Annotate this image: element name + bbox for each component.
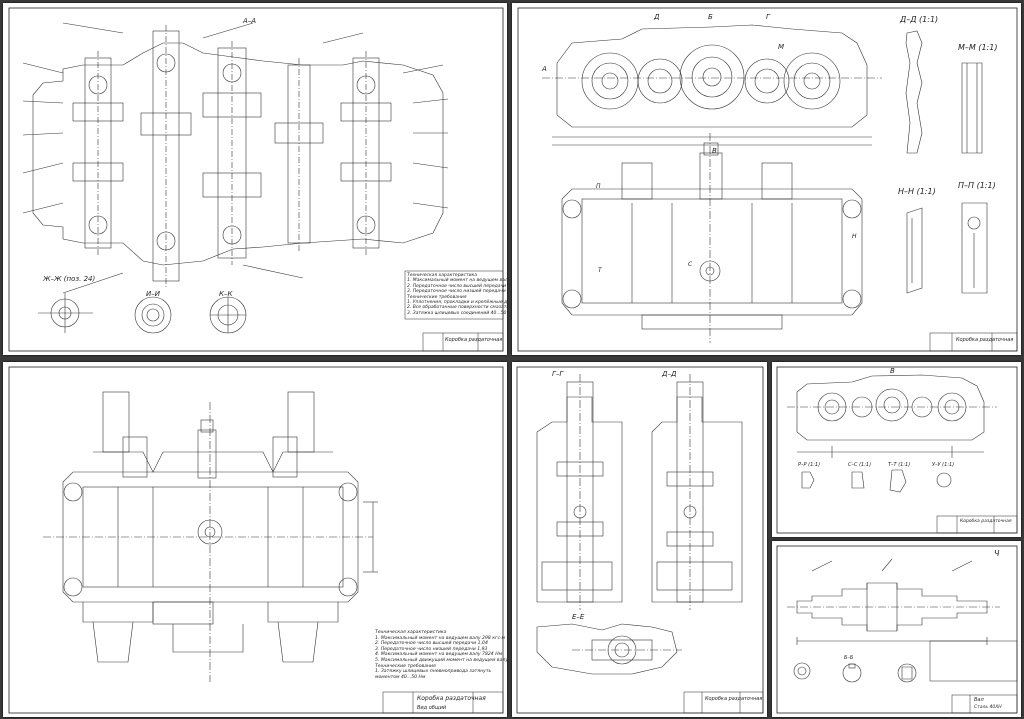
note-line: 1. Максимальный момент на ведущем валу 2… xyxy=(407,278,507,284)
view-label-ss: С–С (1:1) xyxy=(848,462,872,468)
title-block-name-1: Коробка раздаточная xyxy=(445,337,503,343)
drawing-sheet-5[interactable]: В Р–Р (1:1) С–С (1:1) Т–Т (1:1) У–У (1:1… xyxy=(772,362,1021,537)
view-label-p: П xyxy=(596,183,601,190)
view-label-b: Б xyxy=(708,13,713,21)
view-label-uu: У–У (1:1) xyxy=(932,462,955,468)
title-block-name-2: Коробка раздаточная xyxy=(956,337,1014,343)
sheet-4-graphics xyxy=(516,366,764,714)
view-label-d: Д xyxy=(654,13,660,21)
technical-notes-3: Техническая характеристика 1. Максимальн… xyxy=(375,630,507,680)
view-label-rr: Р–Р (1:1) xyxy=(798,462,821,468)
view-label-ii: И–И xyxy=(146,290,160,298)
view-label-kk: К–К xyxy=(219,290,233,298)
title-block-name-4: Коробка раздаточная xyxy=(705,696,763,702)
note-line: 2. Передаточное число высшей передачи 1,… xyxy=(407,283,507,289)
technical-notes-1: Техническая характеристика 1. Максимальн… xyxy=(407,273,507,316)
note-line: Техническая характеристика xyxy=(375,630,447,635)
note-line: 5. Максимальный движущий момент на ведущ… xyxy=(375,657,507,663)
view-label-g: Г xyxy=(766,13,770,21)
view-label-t: Т xyxy=(598,267,602,274)
view-label-aa: А–А xyxy=(243,17,257,25)
sheet-2-graphics xyxy=(517,7,1018,352)
note-line: 2. Передаточное число высшей передачи 1,… xyxy=(375,641,488,647)
drawing-sheet-2[interactable]: Б Д Г М А В П Н Т С Д–Д (1:1) М–М (1:1) … xyxy=(512,3,1021,355)
view-label-dd: Д–Д (1:1) xyxy=(900,15,939,24)
title-block-name-3: Коробка раздаточная xyxy=(417,695,486,702)
view-label-nn: Н–Н (1:1) xyxy=(898,187,936,196)
note-line: Технические требования xyxy=(375,663,436,669)
title-block-name-5: Коробка раздаточная xyxy=(960,519,1012,524)
view-label-gg: Г–Г xyxy=(552,370,564,378)
note-line: 1. Затяжку шлицевых пневмопривода затяну… xyxy=(375,669,492,675)
note-line: моментом 40...50 Нм xyxy=(375,674,426,680)
note-line: 2. Все обработанные поверхности смазать xyxy=(407,305,507,311)
view-label-ee: Е–Е xyxy=(572,613,585,621)
view-label-dd-4: Д–Д xyxy=(662,370,677,378)
view-label-n: Н xyxy=(852,233,857,240)
view-label-v: В xyxy=(712,147,717,155)
view-label-a: А xyxy=(542,65,547,73)
view-label-zhzh: Ж–Ж (поз. 24) xyxy=(43,275,96,283)
title-block-name-6: Вал xyxy=(974,697,984,703)
view-label-ch: Ч xyxy=(994,549,1000,558)
sheet-1-graphics xyxy=(8,7,504,352)
view-label-v-5: В xyxy=(890,367,895,375)
sheet-3-graphics xyxy=(8,366,504,714)
drawing-sheet-1[interactable]: А–А Ж–Ж (поз. 24) И–И К–К Техническая ха… xyxy=(3,3,507,355)
view-label-pp: П–П (1:1) xyxy=(958,181,996,190)
note-line: 1. Уплотнения, прокладки и крепёжные дет… xyxy=(407,300,507,306)
note-line: Техническая характеристика xyxy=(407,273,477,278)
sheet-5-graphics xyxy=(776,366,1018,534)
note-line: 3. Затяжка шлицевых соединений 40...50 Н… xyxy=(407,310,507,316)
view-label-mm: М–М (1:1) xyxy=(958,43,998,52)
note-line: Технические требования xyxy=(407,294,467,300)
drawing-sheet-6[interactable]: Ч Б–Б Вал Сталь 40ХН xyxy=(772,541,1021,717)
note-line: 1. Максимальный момент на ведущем валу 2… xyxy=(375,635,505,641)
note-line: 3. Передаточное число низшей передачи 1,… xyxy=(407,289,507,295)
view-label-sec: Б–Б xyxy=(844,655,854,661)
note-line: 4. Максимальный момент на ведущем валу 7… xyxy=(375,652,503,658)
note-line: 3. Передаточное число низшей передачи 1,… xyxy=(375,646,488,652)
view-label-m: М xyxy=(778,43,785,51)
drawing-sheet-3[interactable]: Техническая характеристика 1. Максимальн… xyxy=(3,362,507,717)
drawing-sheet-4[interactable]: Г–Г Д–Д Е–Е Коробка раздаточная xyxy=(512,362,767,717)
view-label-c: С xyxy=(688,261,693,268)
title-block-sub-3: Вид общий xyxy=(417,705,447,711)
view-label-tt: Т–Т (1:1) xyxy=(888,462,911,468)
title-block-sub-6: Сталь 40ХН xyxy=(974,705,1002,710)
sheet-6-graphics xyxy=(776,545,1018,714)
